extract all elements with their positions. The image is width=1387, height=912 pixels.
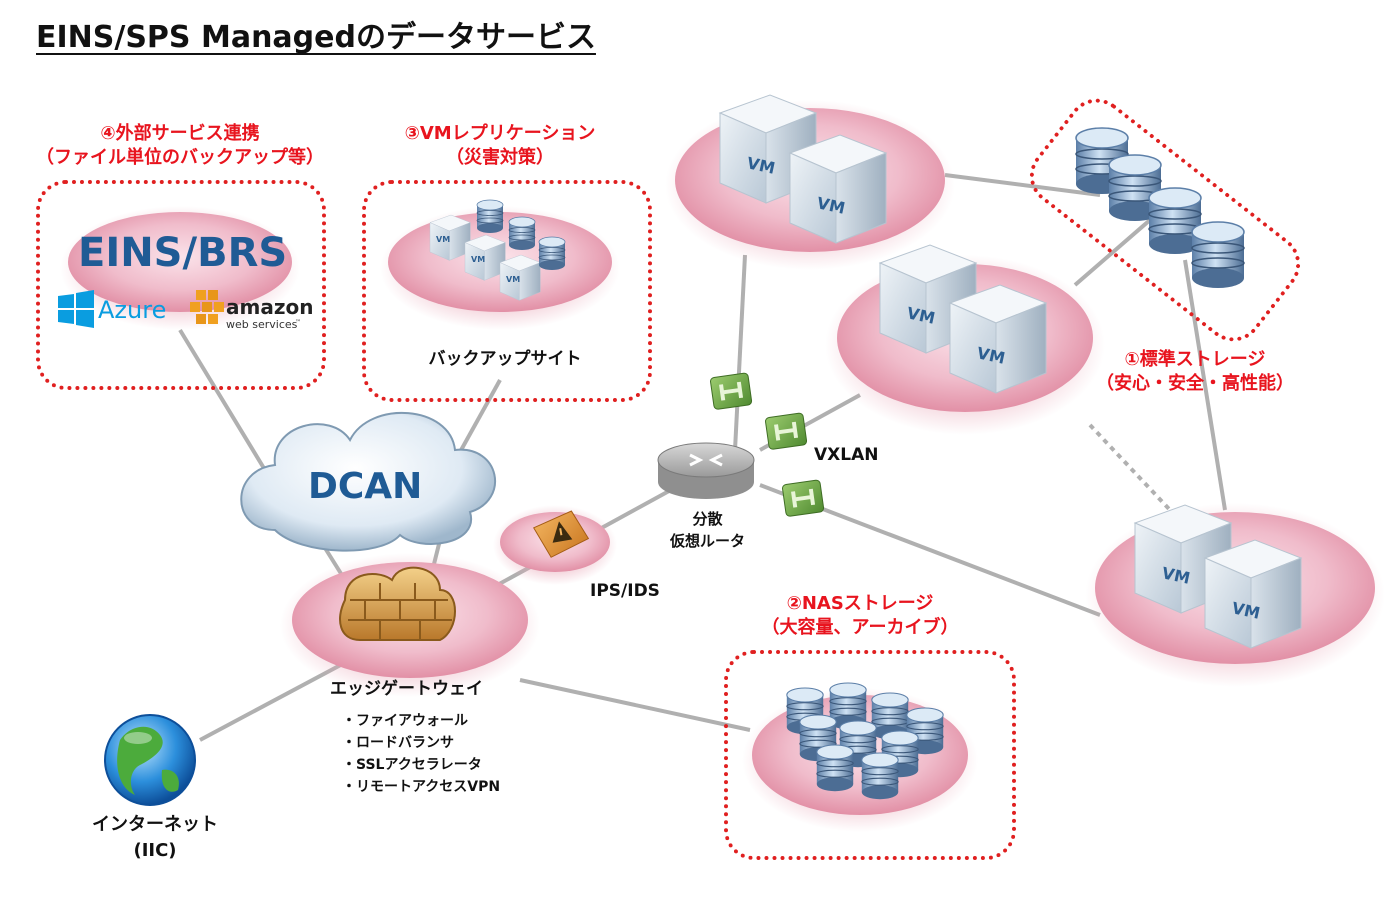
- nas-storage-box: [724, 650, 1016, 860]
- page-title: EINS/SPS Managedのデータサービス: [36, 20, 596, 55]
- link-vm1-router: [733, 254, 747, 451]
- edge-gateway-label: エッジゲートウェイ: [330, 679, 483, 699]
- vm-group-3: VM VM: [1134, 504, 1302, 649]
- external-services-box: [36, 180, 326, 390]
- feature-item: SSLアクセラレータ: [342, 754, 500, 776]
- standard-storage-subtitle: （安心・安全・高性能）: [1096, 373, 1294, 394]
- vm-label: VM: [471, 255, 485, 264]
- ips-ids-icon: [533, 510, 590, 558]
- standard-storage-title: ①標準ストレージ: [1124, 349, 1266, 370]
- link-edge-nas: [519, 678, 751, 732]
- link-external-dcan: [178, 328, 267, 472]
- backup-site-label: バックアップサイト: [428, 349, 582, 369]
- dcan-label: DCAN: [308, 466, 422, 507]
- vm-group-1: VM VM: [719, 94, 887, 244]
- backup-site-box: [362, 180, 652, 402]
- nas-storage-title: ②NASストレージ: [786, 593, 934, 614]
- vxlan-switch-icon: [710, 372, 753, 410]
- internet-globe-icon: [104, 714, 196, 806]
- vxlan-switch-icon: [765, 412, 808, 450]
- internet-label: インターネット (IIC): [70, 812, 240, 864]
- feature-item: ロードバランサ: [342, 732, 500, 754]
- external-logos: EINS/BRS Azure amazon web services ™: [58, 230, 313, 331]
- ips-ids-label: IPS/IDS: [590, 581, 660, 601]
- firewall-icon: [339, 566, 456, 641]
- aws-logo-webservices: web services: [226, 318, 298, 331]
- standard-storage-label: ①標準ストレージ （安心・安全・高性能）: [1080, 348, 1310, 396]
- nas-storage-subtitle: （大容量、アーカイブ）: [761, 617, 959, 638]
- router-label-line2: 仮想ルータ: [669, 532, 745, 550]
- aws-logo-tm: ™: [295, 319, 301, 326]
- link-vm3-storage: [1183, 259, 1227, 511]
- external-services-label: ④外部サービス連携 （ファイル単位のバックアップ等）: [15, 122, 345, 170]
- vxlan-label: VXLAN: [814, 445, 879, 465]
- router-label-line1: 分散: [692, 510, 723, 528]
- internet-label-line2: (IIC): [133, 840, 177, 861]
- vm-label: VM: [506, 275, 520, 284]
- brs-logo: EINS/BRS: [78, 230, 287, 276]
- edge-gateway-features: ファイアウォール ロードバランサ SSLアクセラレータ リモートアクセスVPN: [342, 710, 500, 798]
- router-icon: [657, 442, 755, 499]
- external-services-title: ④外部サービス連携: [100, 123, 260, 144]
- feature-item: リモートアクセスVPN: [342, 776, 500, 798]
- feature-item: ファイアウォール: [342, 710, 500, 732]
- vm-label: VM: [436, 235, 450, 244]
- aws-cubes-icon: [190, 290, 224, 324]
- router-label: 分散 仮想ルータ: [660, 508, 755, 552]
- vm-replication-label: ③VMレプリケーション （災害対策）: [350, 122, 650, 170]
- external-services-subtitle: （ファイル単位のバックアップ等）: [36, 147, 324, 168]
- internet-label-line1: インターネット: [92, 814, 218, 835]
- link-vm1-storage: [944, 173, 1101, 197]
- windows-icon: [58, 290, 94, 328]
- link-vm2-vm3-replication: [1088, 423, 1172, 512]
- vxlan-switch-icon: [782, 479, 825, 517]
- azure-logo: Azure: [98, 296, 166, 324]
- aws-logo-amazon: amazon: [226, 295, 313, 319]
- nas-storage-label: ②NASストレージ （大容量、アーカイブ）: [735, 592, 985, 640]
- vm-replication-title: ③VMレプリケーション: [404, 123, 596, 144]
- backup-site-contents: VM VM VM: [429, 199, 566, 301]
- vm-group-2: VM VM: [879, 244, 1047, 394]
- vm-replication-subtitle: （災害対策）: [446, 147, 554, 168]
- dcan-cloud: DCAN: [240, 411, 497, 552]
- vxlan-tiles: [710, 372, 825, 517]
- link-vm2-storage: [1073, 218, 1152, 287]
